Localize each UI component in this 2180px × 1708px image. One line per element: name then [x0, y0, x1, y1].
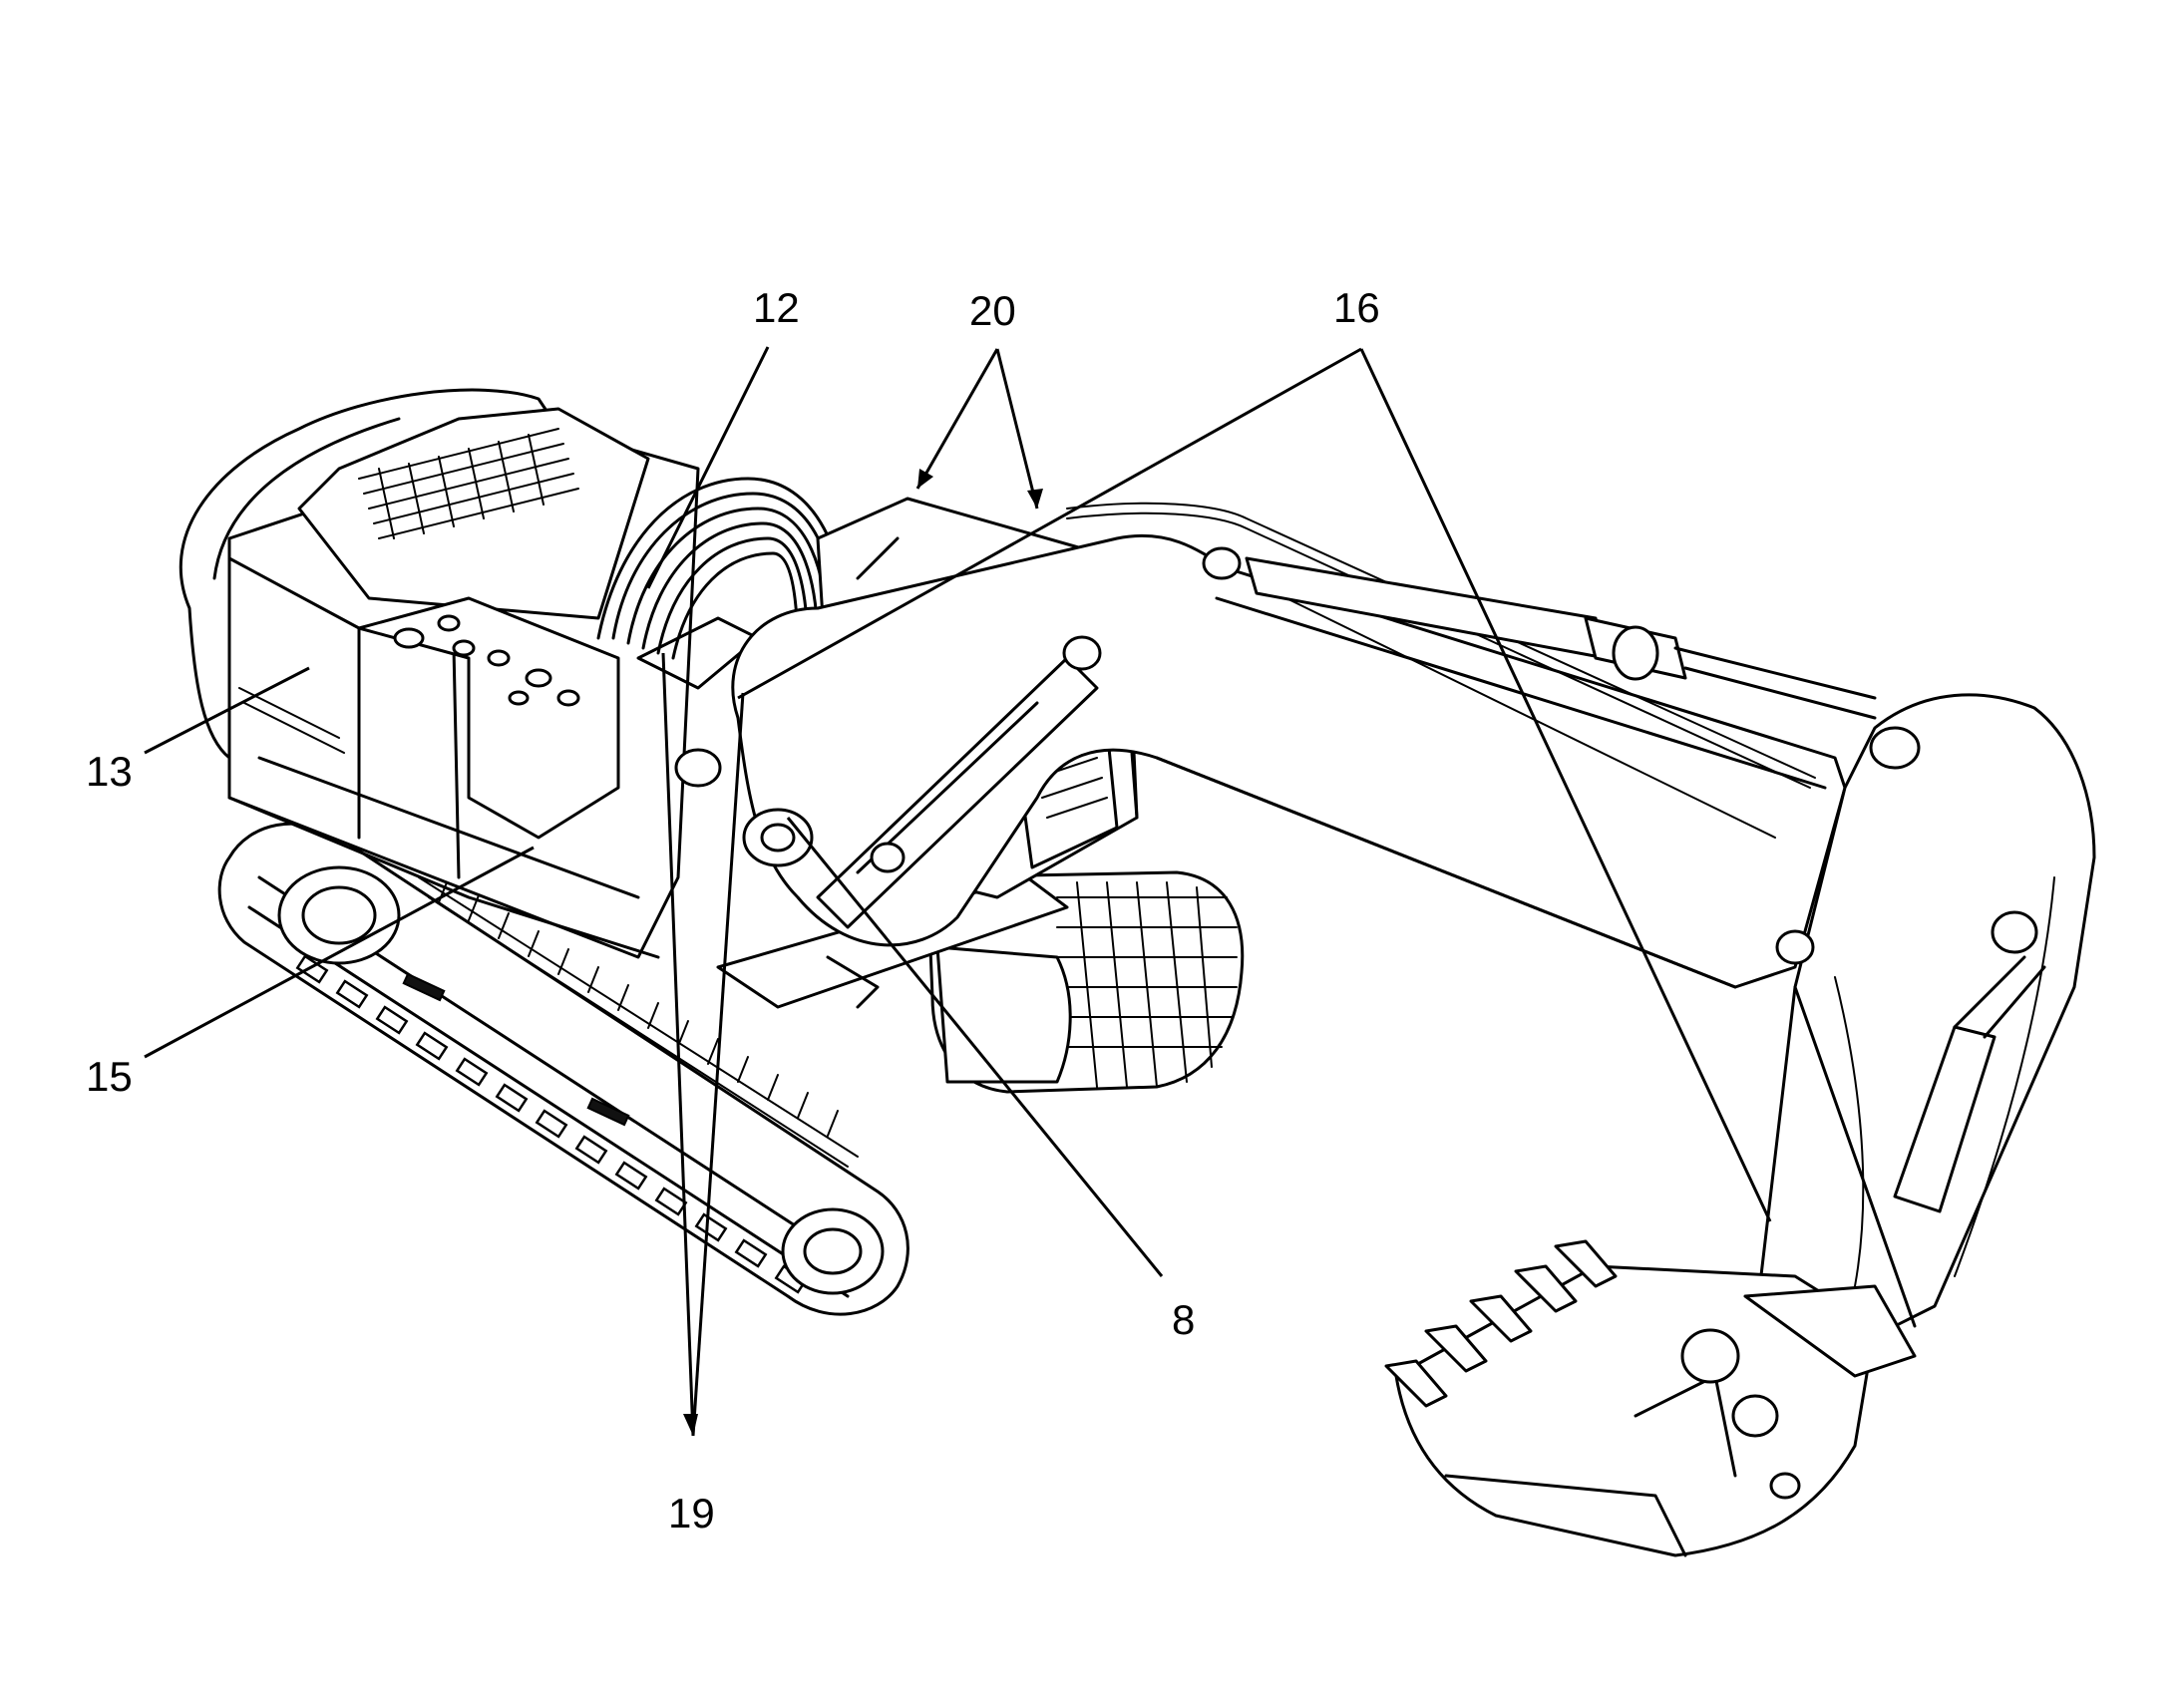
- leader-16a: [737, 347, 1362, 700]
- leader-16b: [1359, 348, 1772, 1222]
- arrowhead-20a: [917, 469, 933, 489]
- leader-lines: [144, 346, 1772, 1437]
- callout-13: 13: [86, 748, 133, 795]
- upper-structure: [179, 388, 700, 1127]
- arrowhead-20b: [1027, 489, 1043, 509]
- bucket-teeth: [1384, 1239, 1618, 1408]
- leader-19a: [661, 652, 695, 1437]
- leader-13: [144, 666, 310, 755]
- bucket: [1384, 1239, 1917, 1557]
- arm-stick: [1245, 556, 2096, 1338]
- leader-20a: [915, 348, 999, 490]
- engine-grill: [358, 428, 579, 539]
- callout-16: 16: [1333, 284, 1380, 331]
- left-track-treads: [295, 954, 808, 1294]
- callout-8: 8: [1172, 1296, 1195, 1343]
- callout-12: 12: [753, 284, 800, 331]
- leader-12: [646, 346, 770, 589]
- left-track: [217, 822, 909, 1316]
- leader-8: [786, 817, 1164, 1277]
- callouts: 12 20 16 13 15 8 19: [86, 284, 1380, 1537]
- arrowhead-19: [683, 1414, 698, 1436]
- callout-19: 19: [668, 1490, 715, 1537]
- boom: [674, 502, 1847, 989]
- leader-20b: [995, 348, 1039, 510]
- leader-15: [144, 846, 535, 1059]
- leader-19b: [691, 692, 745, 1437]
- callout-20: 20: [969, 287, 1016, 334]
- callout-15: 15: [86, 1053, 133, 1100]
